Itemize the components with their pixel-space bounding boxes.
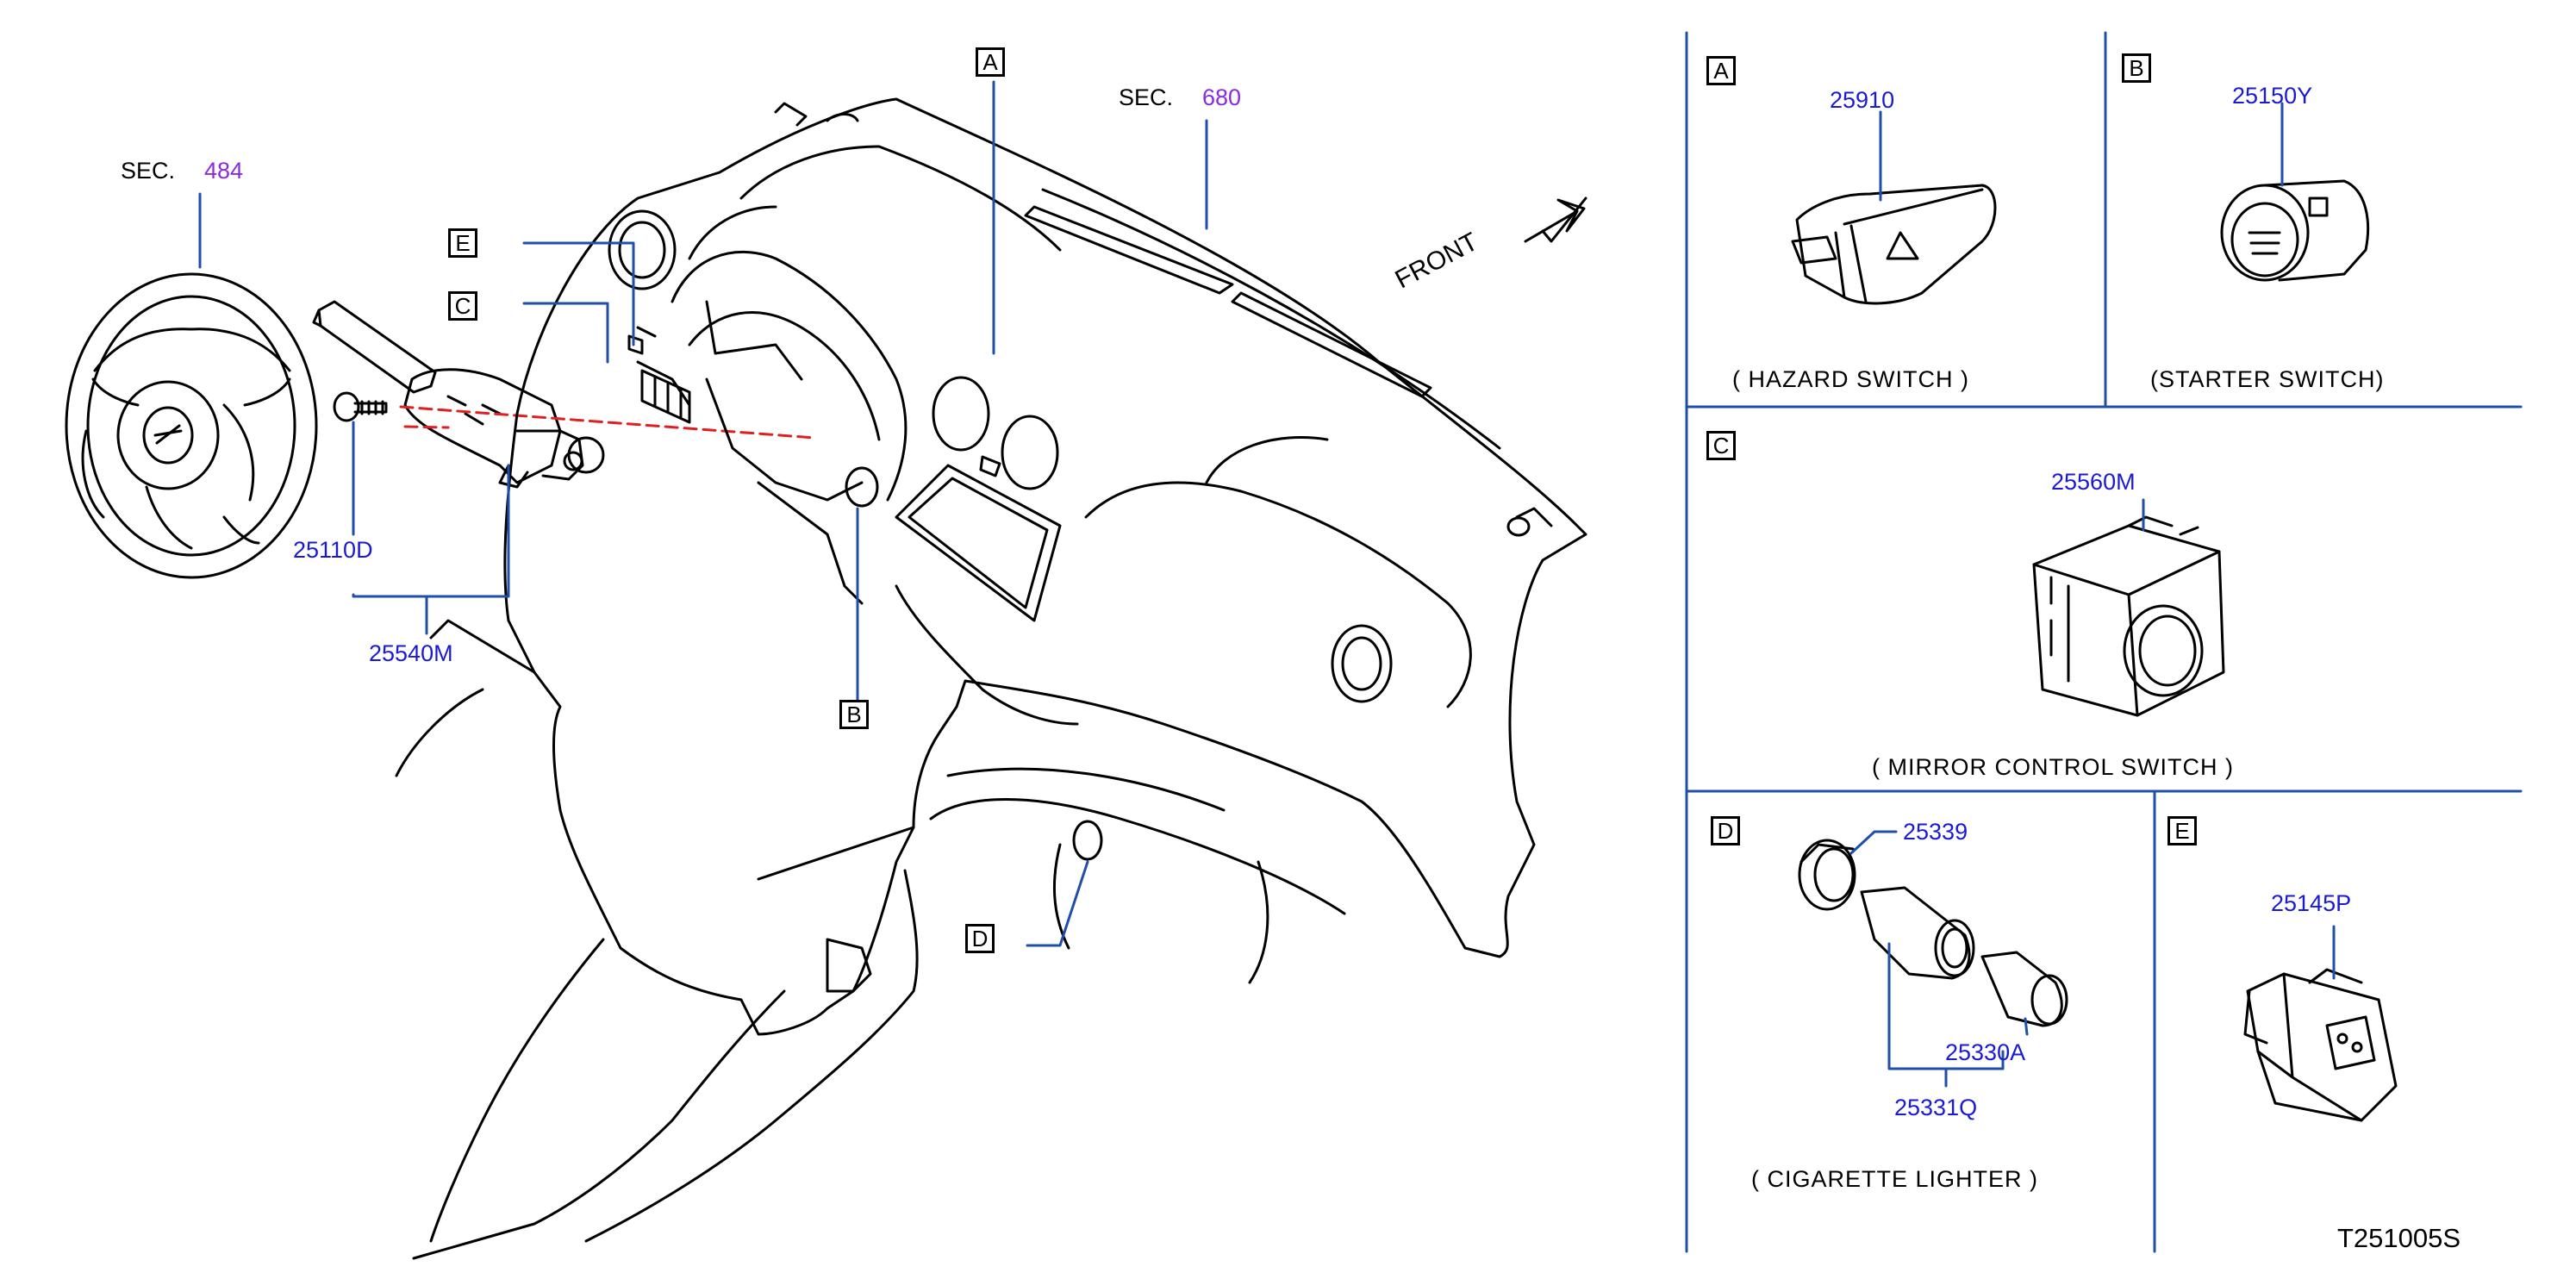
cigarette-lighter-drawing [1798,839,2068,1027]
diagram-id: T251005S [2337,1223,2461,1253]
part-25330a[interactable]: 25330A [1945,1039,2026,1065]
panel-d-leaders [1849,830,2029,1088]
part-25150y[interactable]: 25150Y [2232,83,2313,109]
combination-switch [312,300,605,489]
part-25145p[interactable]: 25145P [2271,890,2352,916]
part-25110d[interactable]: 25110D [293,537,373,563]
panel-b-caption: (STARTER SWITCH) [2150,366,2385,392]
guide-line [399,405,816,440]
instrument-panel [395,97,1587,1260]
part-25560m[interactable]: 25560M [2051,469,2136,495]
part-25540m[interactable]: 25540M [369,640,453,666]
panel-a-caption: ( HAZARD SWITCH ) [1732,366,1969,392]
front-arrow-icon [1524,197,1587,243]
panel-c-caption: ( MIRROR CONTROL SWITCH ) [1872,754,2234,780]
main-leader-lines [198,80,1208,947]
part-25339[interactable]: 25339 [1903,819,1968,845]
callout-d[interactable]: D [965,924,995,953]
panel-e-switch-drawing [2243,968,2398,1122]
panel-e-letter: E [2167,816,2197,845]
part-25331q[interactable]: 25331Q [1894,1095,1978,1120]
panel-c-letter: C [1706,431,1736,460]
panel-grid [1685,31,2523,1253]
hazard-switch-drawing [1791,184,1997,305]
sec-484-prefix: SEC. [121,158,176,184]
part-25910[interactable]: 25910 [1830,87,1895,113]
starter-switch-drawing [2220,179,2369,282]
sec-680-prefix: SEC. [1119,84,1174,110]
steering-wheel [65,272,318,579]
callout-b[interactable]: B [839,700,869,729]
bolt [333,391,388,422]
sec-484-number[interactable]: 484 [204,158,244,184]
callout-e[interactable]: E [448,228,477,258]
sec-680-number[interactable]: 680 [1202,84,1242,110]
panel-d-letter: D [1711,816,1740,845]
mirror-control-switch-drawing [2032,515,2225,717]
callout-c[interactable]: C [448,291,477,321]
panel-d-caption: ( CIGARETTE LIGHTER ) [1751,1166,2039,1192]
panel-a-letter: A [1706,56,1736,85]
callout-a[interactable]: A [976,47,1005,77]
panel-b-letter: B [2122,53,2151,83]
